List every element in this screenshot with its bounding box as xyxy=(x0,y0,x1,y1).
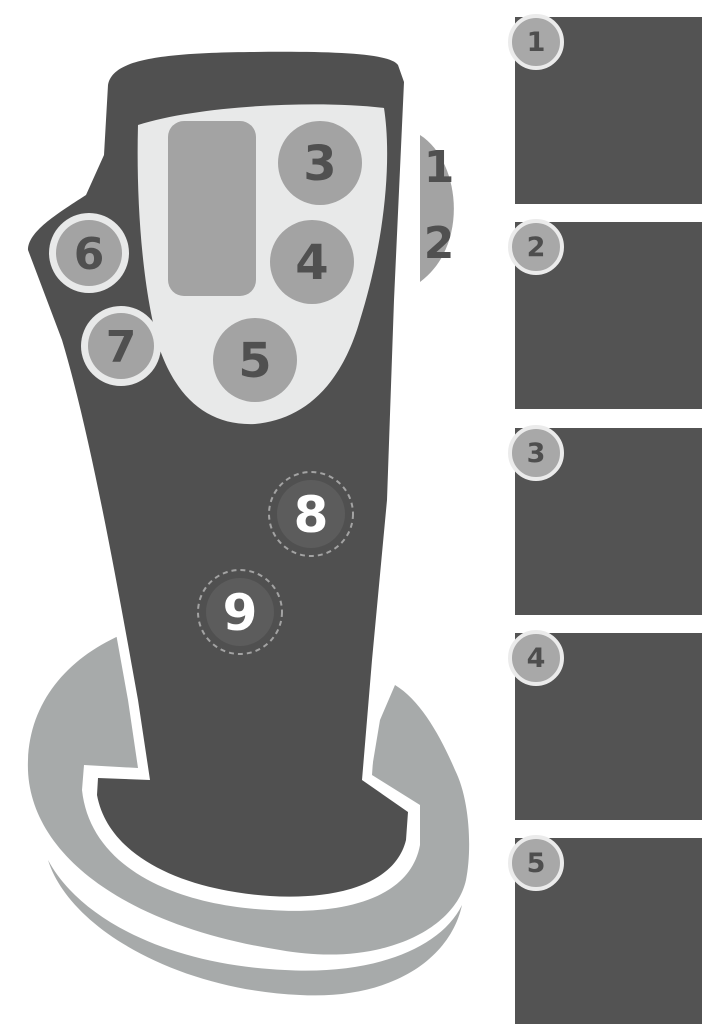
side-label-1: 1 xyxy=(424,142,455,193)
button-5-label: 5 xyxy=(238,333,271,389)
display-button[interactable] xyxy=(168,121,256,296)
button-8-label: 8 xyxy=(294,486,329,544)
panel-5-badge: 5 xyxy=(508,835,564,891)
button-9-label: 9 xyxy=(223,584,258,642)
side-label-2: 2 xyxy=(424,218,455,269)
panel-3-badge: 3 xyxy=(508,425,564,481)
button-6-label: 6 xyxy=(74,229,105,280)
panel-2-badge: 2 xyxy=(508,219,564,275)
button-4-label: 4 xyxy=(295,235,328,291)
button-3-label: 3 xyxy=(303,136,336,192)
button-7-label: 7 xyxy=(106,322,137,373)
panel-4-badge: 4 xyxy=(508,630,564,686)
panel-1-badge: 1 xyxy=(508,14,564,70)
